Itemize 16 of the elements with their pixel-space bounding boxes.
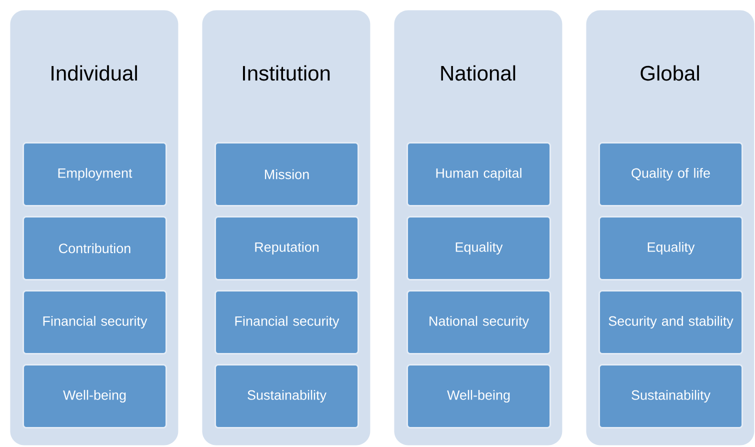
item-box: Well-being — [406, 364, 551, 428]
item-box: Financial security — [22, 290, 167, 354]
item-box: Equality — [598, 216, 743, 280]
item-box: Sustainability — [214, 364, 359, 428]
item-box: Reputation — [214, 216, 359, 280]
item-box: Financial security — [214, 290, 359, 354]
item-box: Human capital — [406, 142, 551, 206]
item-box: Employment — [22, 142, 167, 206]
item-box: Quality of life — [598, 142, 743, 206]
item-box: Equality — [406, 216, 551, 280]
item-box: Contribution — [22, 216, 167, 280]
item-box: Mission — [214, 142, 359, 206]
item-box: Security and stability — [598, 290, 743, 354]
item-box: Sustainability — [598, 364, 743, 428]
item-box: Well-being — [22, 364, 167, 428]
item-box: National security — [406, 290, 551, 354]
